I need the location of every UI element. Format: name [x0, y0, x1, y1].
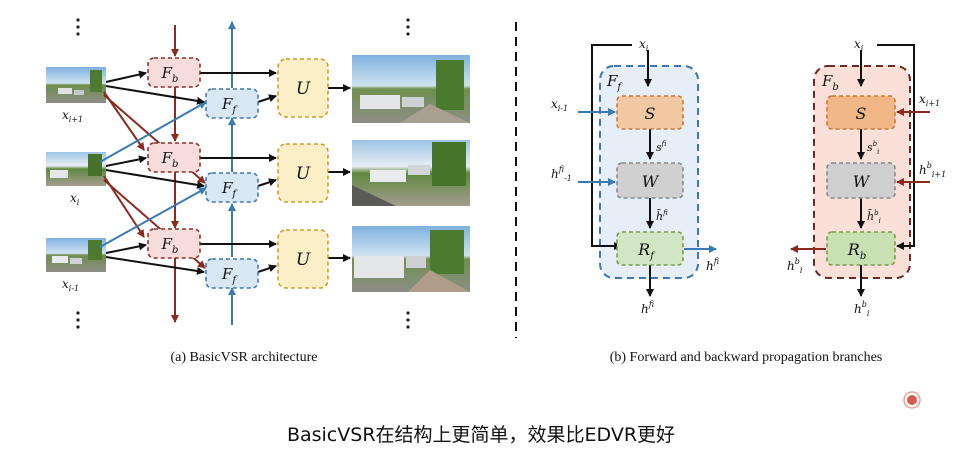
bwd-w-out: h̄bi	[867, 209, 881, 225]
fwd-left-input-1: xi-1	[551, 97, 568, 113]
output-frame-bottom	[352, 226, 470, 292]
input-label-top: xi+1	[62, 108, 83, 124]
bwd-r-label: Rb	[847, 240, 866, 262]
subtitle-caption: BasicVSR在结构上更简单，效果比EDVR更好	[286, 424, 676, 446]
fwd-top-input: xi	[639, 37, 649, 53]
fwd-r-block	[616, 231, 684, 266]
input-label-mid: xi	[70, 191, 80, 207]
fwd-bottom-out: hfi	[641, 300, 654, 316]
upsample-blocks	[277, 58, 329, 289]
u-label-1: U	[296, 79, 311, 99]
fwd-s-block	[616, 95, 684, 130]
panel-b-backward: Fb S W Rb xi xi+1 hbi+1 sbi h̄bi hbi hbi	[610, 37, 946, 365]
bwd-right-input-2: hbi+1	[919, 161, 946, 179]
input-frame-top	[46, 67, 106, 103]
bwd-right-input-1: xi+1	[919, 92, 940, 108]
fb-label-1: Fb	[161, 64, 179, 85]
input-frame-mid	[46, 152, 106, 186]
fwd-s-out: sfi	[656, 140, 667, 154]
ellipsis-dots	[76, 18, 410, 329]
panel-b-forward: Ff S W Rf xi xi-1 hfi-1 sfi h̄fi hfi	[551, 37, 719, 316]
u-label-2: U	[296, 164, 311, 184]
fwd-w-out: h̄fi	[656, 209, 668, 223]
bwd-top-input: xi	[854, 37, 864, 53]
panel-a: xi+1 xi xi-1	[46, 18, 470, 365]
fwd-left-input-2: hfi-1	[551, 165, 572, 183]
bwd-w-label: W	[853, 172, 871, 191]
bwd-bottom-out: hbi	[854, 300, 870, 318]
ff-label-1: Ff	[221, 95, 238, 116]
caption-a: (a) BasicVSR architecture	[171, 350, 318, 365]
fwd-w-block	[616, 162, 684, 199]
bwd-r-block	[826, 231, 896, 266]
input-frame-bottom	[46, 238, 106, 272]
fwd-s-label: S	[645, 104, 656, 123]
ff-blocks	[205, 88, 259, 289]
bwd-s-out: sbi	[867, 140, 879, 156]
fwd-r-label: Rf	[637, 240, 656, 262]
bwd-w-block	[826, 162, 896, 199]
fb-blocks	[147, 57, 201, 259]
bwd-s-block	[826, 95, 896, 130]
frame-arrows	[105, 69, 351, 275]
fb-label-2: Fb	[161, 149, 179, 170]
forward-flow-arrows	[99, 21, 236, 325]
fb-label-3: Fb	[161, 235, 179, 256]
fwd-w-label: W	[642, 172, 660, 191]
bwd-side-out: hbi	[787, 257, 803, 275]
input-label-bottom: xi-1	[62, 277, 79, 293]
u-label-3: U	[296, 250, 311, 270]
bwd-s-label: S	[856, 104, 867, 123]
caption-b: (b) Forward and backward propagation bra…	[610, 350, 883, 365]
ff-label-2: Ff	[221, 179, 238, 200]
output-frame-mid	[352, 140, 470, 206]
ff-branch-title: Ff	[606, 72, 623, 93]
recording-indicator	[907, 395, 917, 405]
ff-label-3: Ff	[221, 265, 238, 286]
output-frame-top	[352, 55, 470, 123]
fwd-side-out: hfi	[706, 257, 719, 273]
fb-branch-title: Fb	[821, 72, 839, 93]
